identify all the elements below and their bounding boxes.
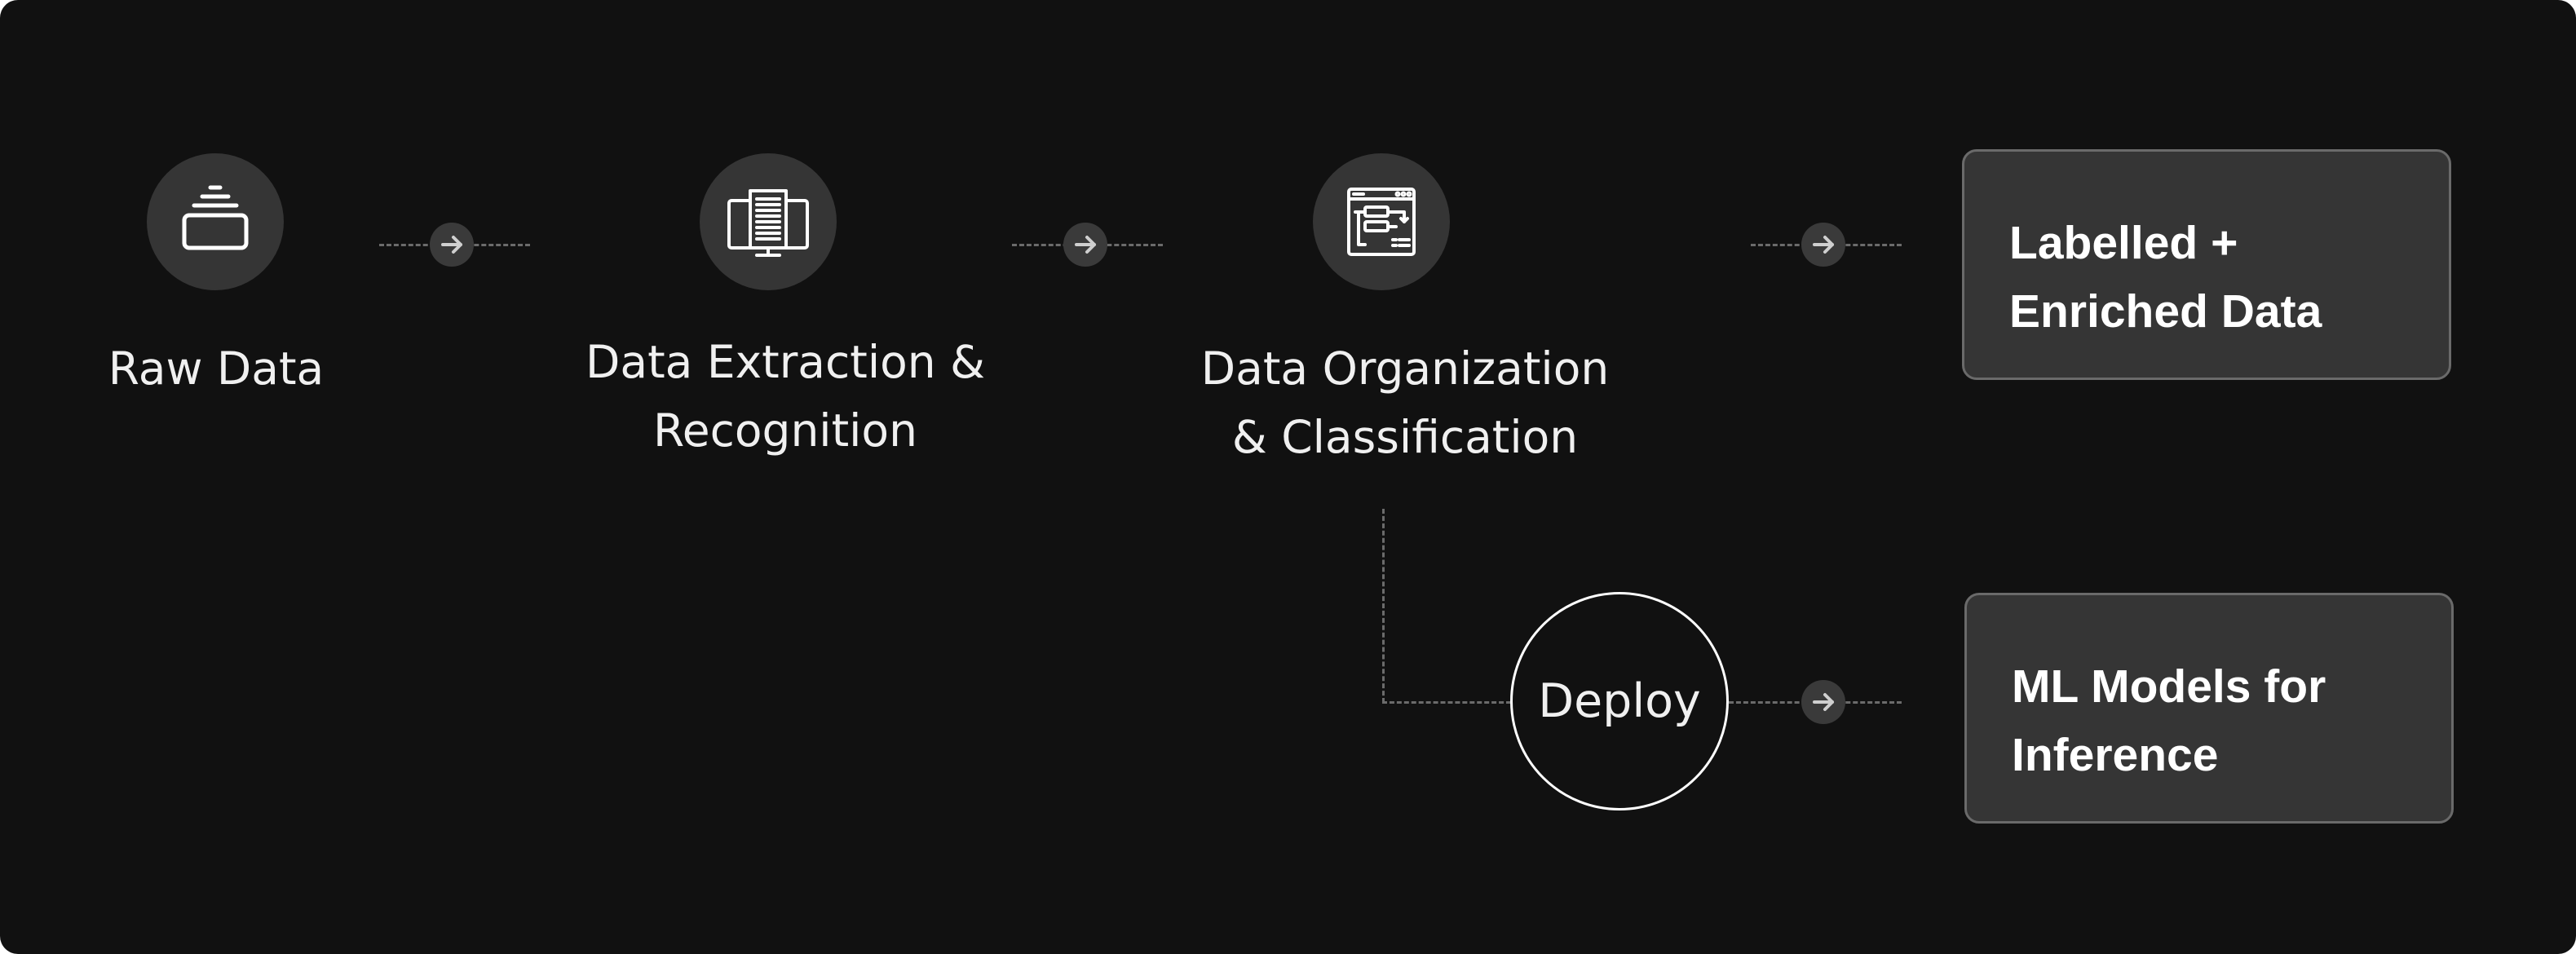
data-extraction-label-line-1: Data Extraction & — [585, 336, 985, 388]
arrow-right-icon — [441, 236, 462, 254]
data-organization-label: Data Organization & Classification — [1201, 334, 1609, 471]
workflow-window-icon — [1347, 188, 1416, 256]
connector-organization-to-deploy-horizontal — [1382, 701, 1511, 704]
raw-data-label: Raw Data — [108, 334, 325, 403]
deploy-label: Deploy — [1538, 674, 1701, 728]
data-extraction-node — [700, 153, 837, 290]
labelled-box-line-1: Labelled + — [2009, 217, 2238, 269]
raw-data-label-line: Raw Data — [108, 342, 325, 395]
raw-data-node — [147, 153, 284, 290]
deploy-node: Deploy — [1510, 592, 1729, 810]
labelled-enriched-data-box: Labelled + Enriched Data — [1962, 149, 2451, 380]
arrow-node — [1801, 680, 1845, 724]
labelled-box-line-2: Enriched Data — [2009, 285, 2322, 338]
data-extraction-label-line-2: Recognition — [653, 404, 917, 457]
arrow-node — [1063, 223, 1107, 267]
arrow-right-icon — [1075, 236, 1096, 254]
ml-models-box-line-2: Inference — [2012, 729, 2219, 781]
ml-models-box: ML Models for Inference — [1964, 593, 2454, 824]
arrow-node — [1801, 223, 1845, 267]
ml-models-box-line-1: ML Models for — [2012, 660, 2326, 713]
stack-icon — [182, 185, 249, 250]
data-extraction-label: Data Extraction & Recognition — [585, 328, 985, 465]
document-monitor-icon — [727, 189, 809, 257]
connector-organization-to-deploy-vertical — [1382, 509, 1385, 703]
arrow-right-icon — [1813, 236, 1834, 254]
data-organization-node — [1313, 153, 1450, 290]
data-organization-label-line-2: & Classification — [1231, 411, 1579, 463]
data-organization-label-line-1: Data Organization — [1200, 342, 1610, 395]
arrow-right-icon — [1813, 693, 1834, 711]
arrow-node — [430, 223, 474, 267]
